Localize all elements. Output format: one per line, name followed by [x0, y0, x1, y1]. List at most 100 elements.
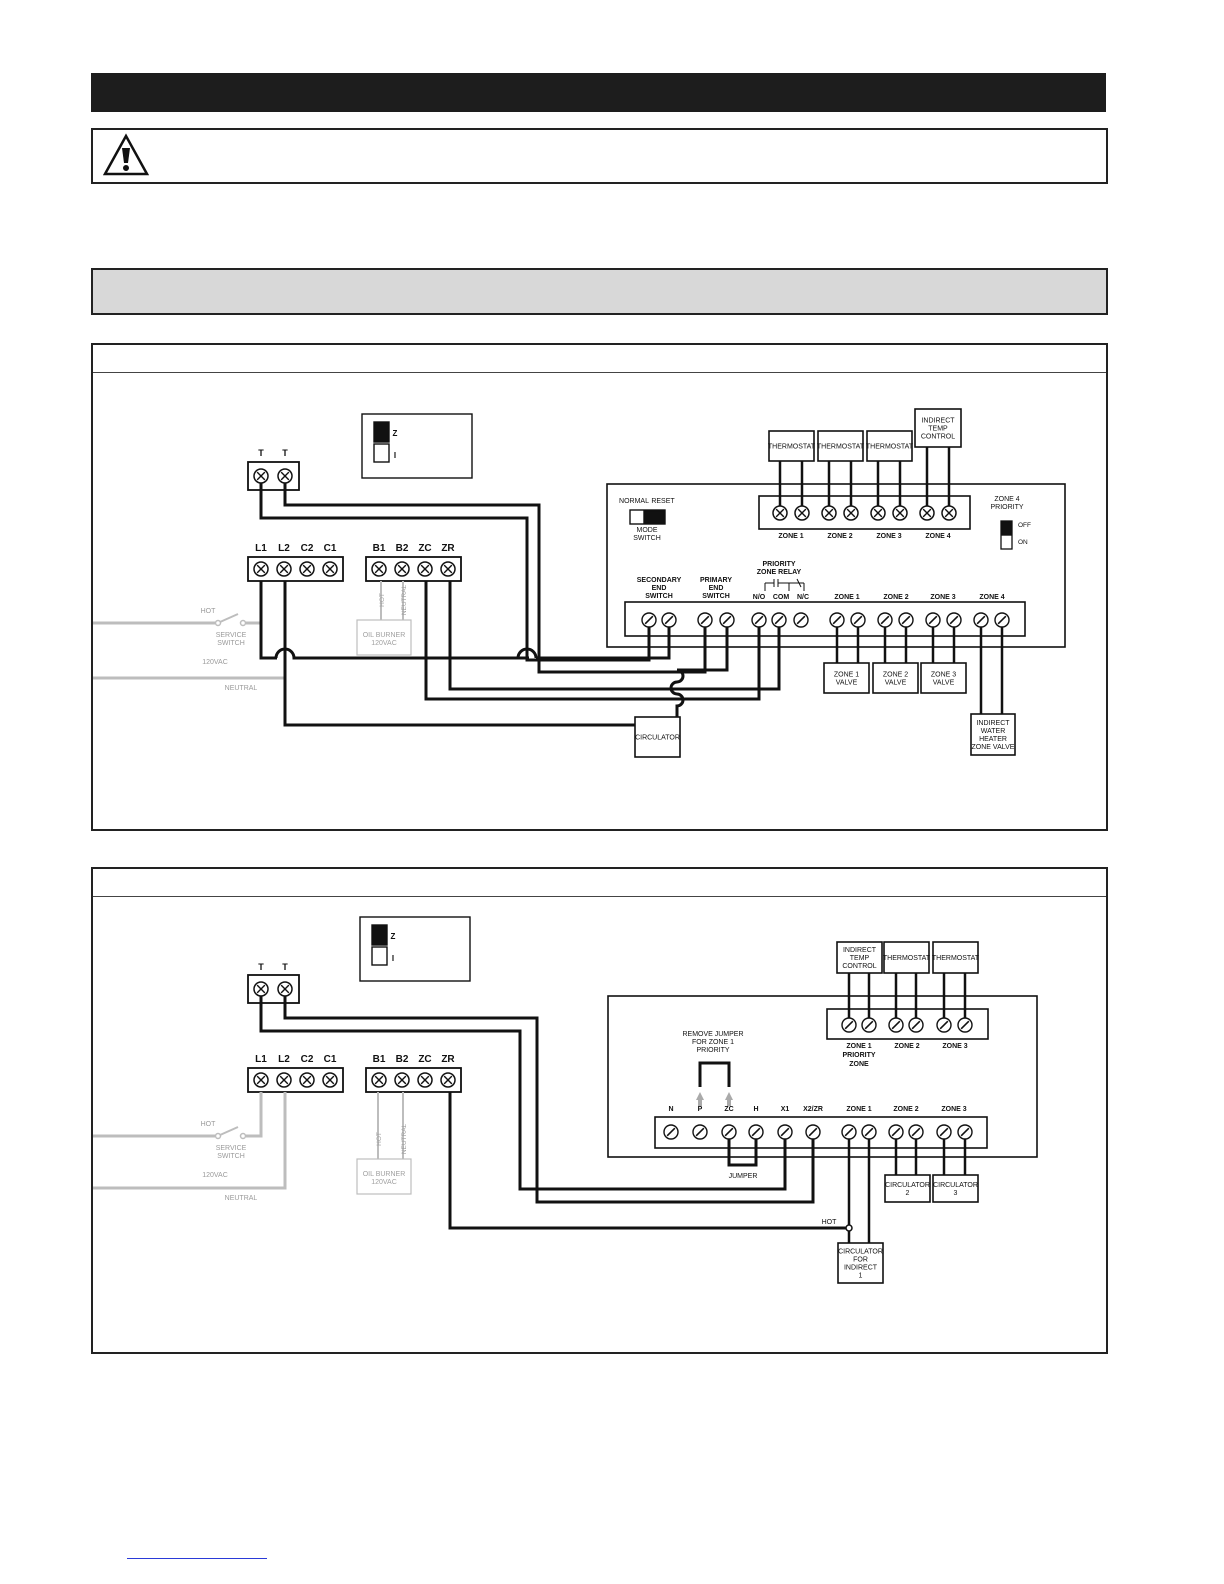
circulator-wire-crossover	[669, 668, 685, 717]
bottom-terminal-strip	[654, 1116, 988, 1149]
mode-switch-knob	[643, 510, 665, 524]
oil-burner-label: 120VAC	[371, 640, 397, 647]
screw-slot	[443, 1075, 453, 1085]
service-switch-label: SERVICE	[216, 1145, 247, 1152]
burner-hot-label: HOT	[376, 1132, 383, 1146]
indirect-temp-control	[836, 941, 883, 974]
panel-1-header	[93, 345, 1106, 373]
top-zone-label-3: ZONE 3	[942, 1043, 967, 1050]
zone4-priority-label: PRIORITY	[990, 504, 1023, 511]
bottom-terminal-label-8: ZONE 2	[893, 1106, 918, 1113]
screw-slot	[700, 615, 710, 625]
bottom-zone-label-2: ZONE 2	[883, 594, 908, 601]
thermostat-2	[817, 430, 864, 462]
screw-slot	[695, 1127, 705, 1137]
primary-end-switch-label: SWITCH	[702, 593, 730, 600]
bottom-zone-label-3: ZONE 3	[930, 594, 955, 601]
screw-slot	[949, 615, 959, 625]
subsection-bar	[91, 268, 1108, 315]
terminal-label-l1: L1	[255, 543, 267, 554]
zone-valve-1-label: VALVE	[836, 680, 858, 687]
screw-slot	[280, 471, 290, 481]
bottom-terminal-label-2: P	[698, 1106, 703, 1113]
selector-i-position	[373, 443, 390, 463]
screw-slot	[939, 1020, 949, 1030]
remove-jumper-note: REMOVE JUMPER	[682, 1031, 743, 1038]
screw-slot	[443, 564, 453, 574]
screw-slot	[374, 564, 384, 574]
screw-slot	[808, 1127, 818, 1137]
screw-slot	[891, 1127, 901, 1137]
neutral-wire	[93, 1092, 287, 1190]
screw-slot	[922, 508, 932, 518]
screw-slot	[844, 1127, 854, 1137]
bottom-terminal-label-6: X2/ZR	[803, 1106, 823, 1113]
hot-junction-label: HOT	[822, 1219, 838, 1226]
top-zone-label-4: ZONE 4	[925, 533, 950, 540]
switch-contact	[214, 619, 222, 627]
screw-slot	[891, 1020, 901, 1030]
terminal-label-zc: ZC	[418, 543, 431, 554]
indirect-water-heater-zone-valve-label: ZONE VALVE	[972, 744, 1015, 751]
zone-valve-1-label: ZONE 1	[834, 672, 859, 679]
indirect-water-heater-zone-valve	[970, 713, 1016, 756]
screw-slot	[302, 1075, 312, 1085]
primary-end-switch-label: END	[709, 585, 724, 592]
thermostat-t2-wire	[283, 483, 707, 674]
screw-slot	[939, 1127, 949, 1137]
screw-slot	[928, 615, 938, 625]
selector-i-label: I	[392, 954, 394, 963]
screw-slot	[997, 615, 1007, 625]
screw-slot	[864, 1020, 874, 1030]
indirect-temp-control-label: INDIRECT	[921, 418, 955, 425]
terminal-label-zr: ZR	[441, 543, 455, 554]
circulator-for-indirect-label: FOR	[853, 1257, 868, 1264]
terminal-label-zc: ZC	[418, 1054, 431, 1065]
thermostat-1-label: THERMOSTAT	[768, 444, 816, 451]
indirect-temp-control	[914, 408, 962, 448]
jumper-arrow-zc-stem	[727, 1100, 731, 1106]
screw-slot	[256, 1075, 266, 1085]
remove-jumper-note: PRIORITY	[696, 1047, 729, 1054]
indirect-temp-control-label: CONTROL	[842, 963, 876, 970]
thermostat-3	[866, 430, 913, 462]
neutral-label: NEUTRAL	[225, 1195, 258, 1202]
zone-valve-2-label: VALVE	[885, 680, 907, 687]
top-zone-label-1: ZONE 1	[778, 533, 803, 540]
priority-zone-relay-label: PRIORITY	[762, 561, 795, 568]
thermostat-terminal-strip	[758, 495, 971, 530]
indirect-temp-control-label: TEMP	[850, 955, 870, 962]
zone4-off-label: OFF	[1018, 522, 1031, 529]
screw-slot	[796, 615, 806, 625]
terminal-label-zr: ZR	[441, 1054, 455, 1065]
burner-neutral-label: NEUTRAL	[401, 584, 408, 615]
jumper-arrow-p-stem	[698, 1100, 702, 1106]
indirect-water-heater-zone-valve-label: HEATER	[979, 736, 1007, 743]
circulator	[634, 716, 681, 758]
screw-slot	[302, 564, 312, 574]
primary-end-switch-label: PRIMARY	[700, 577, 732, 584]
oil-burner-box	[356, 619, 412, 656]
switch-contact	[239, 1132, 247, 1140]
screw-slot	[754, 615, 764, 625]
bottom-zone-label-4: ZONE 4	[979, 594, 1004, 601]
secondary-end-switch-label: END	[652, 585, 667, 592]
service-switch-label: SWITCH	[217, 640, 245, 647]
hot-label: HOT	[201, 1121, 217, 1128]
screw-slot	[279, 1075, 289, 1085]
thermostat-2	[883, 941, 930, 974]
circulator-3-label: CIRCULATOR	[933, 1182, 978, 1189]
switch-contact	[239, 619, 247, 627]
screw-slot	[911, 1020, 921, 1030]
screw-slot	[824, 508, 834, 518]
screw-slot	[960, 1127, 970, 1137]
screw-slot	[751, 1127, 761, 1137]
oil-burner-label: OIL BURNER	[363, 1171, 406, 1178]
screw-slot	[397, 564, 407, 574]
hot-wire-to-L1	[246, 1092, 263, 1138]
hot-label: HOT	[201, 608, 217, 615]
burner-hot-label: HOT	[379, 593, 386, 607]
section-title-bar	[91, 73, 1106, 112]
circulator-3	[932, 1174, 979, 1203]
